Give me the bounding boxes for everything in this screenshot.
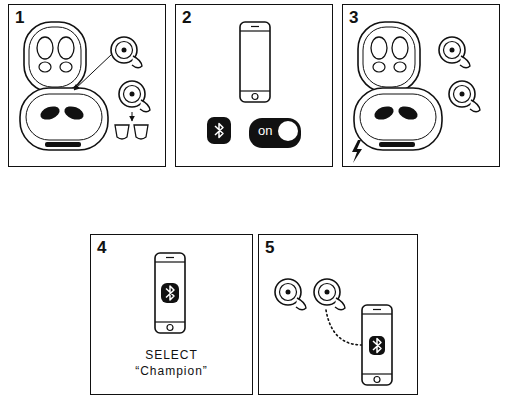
arrow bbox=[74, 54, 112, 90]
charging-case bbox=[354, 22, 442, 150]
step-number: 1 bbox=[15, 8, 24, 28]
toggle-knob bbox=[278, 121, 298, 141]
step-number: 3 bbox=[349, 8, 358, 28]
step-panel: 5 bbox=[258, 234, 418, 395]
phone bbox=[362, 305, 392, 385]
earbud bbox=[275, 279, 306, 310]
earbud bbox=[439, 37, 470, 68]
bluetooth-icon bbox=[369, 336, 385, 355]
charging-case bbox=[20, 22, 108, 150]
charge-bolt bbox=[352, 140, 362, 163]
phone bbox=[240, 22, 270, 102]
step-panel: 4SELECT “Champion” bbox=[90, 234, 253, 395]
step-panel: 2 on bbox=[175, 4, 333, 167]
phone bbox=[155, 253, 185, 333]
step-number: 2 bbox=[182, 8, 191, 28]
step-number: 5 bbox=[265, 238, 274, 258]
step-panel: 1 bbox=[8, 4, 166, 167]
instruction-text: SELECT “Champion” bbox=[91, 347, 252, 379]
arrow bbox=[132, 112, 133, 121]
pairing-link bbox=[326, 310, 362, 345]
earbud bbox=[449, 81, 480, 112]
toggle-label: on bbox=[258, 118, 272, 144]
step-panel: 3 bbox=[342, 4, 500, 167]
ear-tip bbox=[134, 125, 148, 139]
earbud bbox=[119, 81, 150, 112]
step-number: 4 bbox=[97, 238, 106, 258]
ear-tip bbox=[115, 125, 129, 139]
earbud bbox=[111, 37, 142, 68]
bluetooth-icon bbox=[207, 117, 231, 144]
earbud bbox=[314, 279, 345, 310]
toggle-switch: on bbox=[249, 118, 301, 148]
bluetooth-icon bbox=[161, 283, 179, 303]
